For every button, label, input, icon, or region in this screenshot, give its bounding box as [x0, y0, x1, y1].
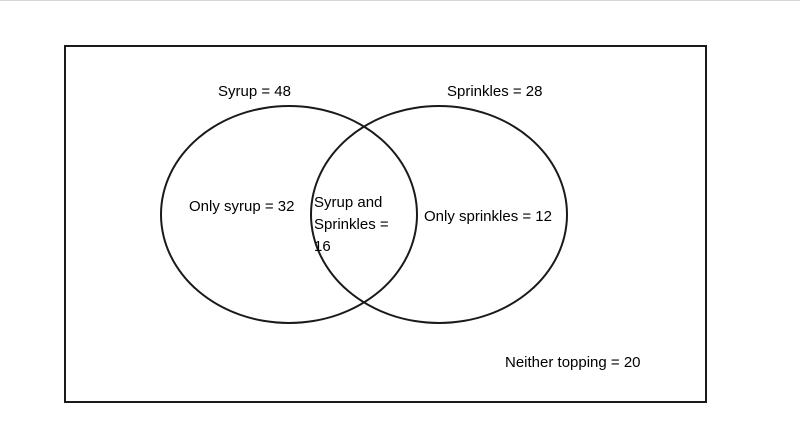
sprinkles-set-label: Sprinkles = 28: [447, 83, 543, 100]
sprinkles-circle: [310, 105, 568, 324]
universe-rectangle: [64, 45, 707, 403]
only-sprinkles-label: Only sprinkles = 12: [424, 208, 552, 225]
top-divider-line: [0, 0, 800, 1]
syrup-set-label: Syrup = 48: [218, 83, 291, 100]
only-syrup-label: Only syrup = 32: [189, 198, 295, 215]
intersection-label-line2: Sprinkles = 16: [314, 216, 389, 255]
neither-topping-label: Neither topping = 20: [505, 354, 641, 371]
intersection-label-line1: Syrup and: [314, 194, 383, 211]
intersection-label: Syrup and Sprinkles = 16: [314, 192, 404, 258]
